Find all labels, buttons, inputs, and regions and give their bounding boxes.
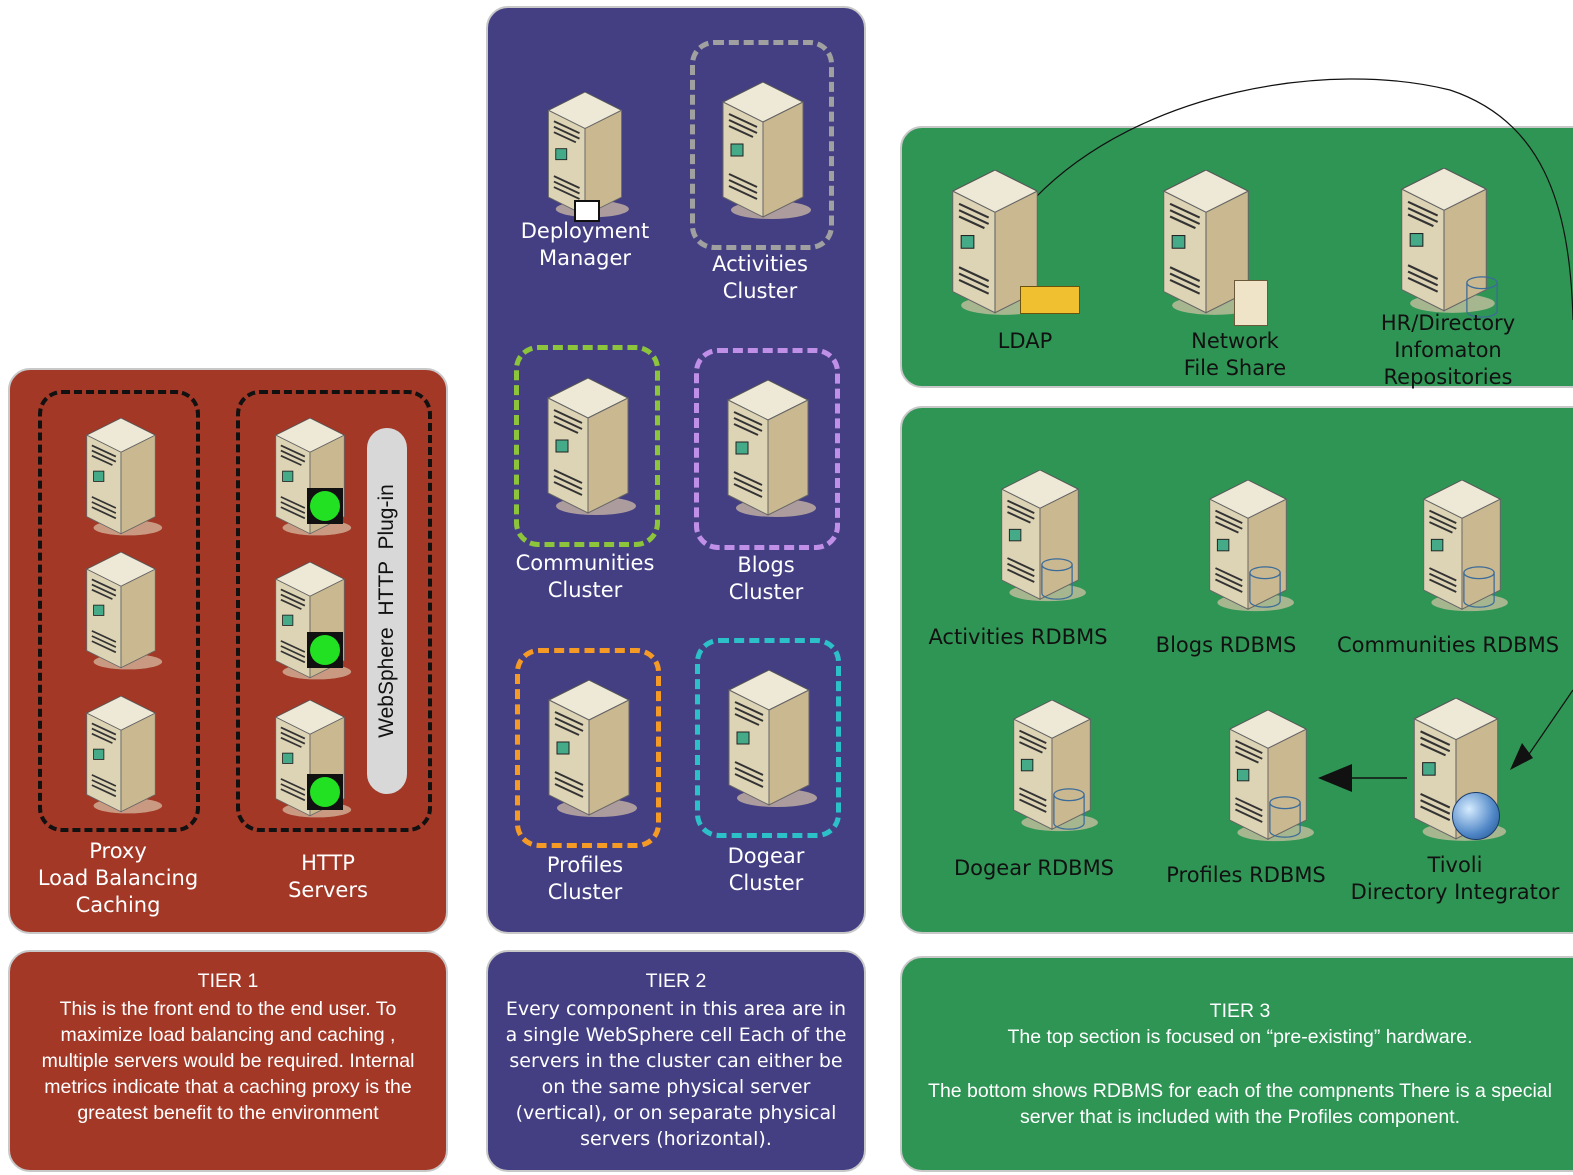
- tier2-description-box: [486, 950, 866, 1172]
- tier3-description-box: [900, 956, 1573, 1172]
- tier3-description-line2: The bottom shows RDBMS for each of the c…: [928, 1080, 1552, 1128]
- tier3-title: TIER 3: [1209, 1000, 1271, 1022]
- blogs-cluster-label: Blogs Cluster: [728, 553, 804, 604]
- websphere-plugin-bar: WebSphere HTTP Plug-in: [367, 428, 407, 794]
- proxy-group-border: [38, 390, 200, 832]
- blogs-rdbms-label: Blogs RDBMS: [1155, 633, 1297, 657]
- tivoli-label: Tivoli Directory Integrator: [1350, 853, 1560, 904]
- activities-cluster-border: [690, 40, 834, 250]
- database-icon: [1249, 566, 1281, 608]
- tier1-title: TIER 1: [197, 970, 259, 992]
- http-servers-label: HTTP Servers: [288, 851, 368, 902]
- folder-icon: [1020, 286, 1080, 314]
- status-light-icon: [307, 632, 343, 668]
- ldap-label: LDAP: [997, 329, 1053, 353]
- database-icon: [1053, 788, 1085, 830]
- hr-directory-label: HR/Directory Infomaton Repositories: [1380, 311, 1516, 389]
- dogear-cluster-label: Dogear Cluster: [727, 844, 805, 895]
- deployment-manager-label: Deployment Manager: [520, 219, 650, 270]
- tier2-description: Every component in this area are in a si…: [505, 998, 847, 1150]
- dogear-cluster-border: [695, 638, 841, 838]
- activities-rdbms-label: Activities RDBMS: [928, 625, 1108, 649]
- activities-cluster-label: Activities Cluster: [712, 252, 808, 303]
- profiles-rdbms-label: Profiles RDBMS: [1166, 863, 1326, 887]
- dogear-rdbms-label: Dogear RDBMS: [953, 856, 1115, 880]
- status-light-icon: [307, 774, 343, 810]
- communities-cluster-label: Communities Cluster: [515, 551, 655, 602]
- database-icon: [1463, 566, 1495, 608]
- http-group-border: [236, 390, 432, 832]
- communities-cluster-border: [514, 345, 660, 547]
- status-light-icon: [307, 488, 343, 524]
- profiles-cluster-border: [515, 648, 661, 848]
- blogs-cluster-border: [694, 348, 840, 550]
- profiles-cluster-label: Profiles Cluster: [546, 853, 624, 904]
- proxy-label: Proxy Load Balancing Caching: [37, 839, 199, 917]
- tier1-description-box: [8, 950, 448, 1172]
- network-file-share-label: Network File Share: [1183, 329, 1287, 380]
- document-icon: [574, 200, 600, 222]
- document-icon: [1234, 280, 1268, 326]
- tier3-description-line1: The top section is focused on “pre-exist…: [1007, 1026, 1473, 1048]
- globe-icon: [1452, 792, 1500, 840]
- database-icon: [1041, 558, 1073, 600]
- database-icon: [1269, 796, 1301, 838]
- tier2-title: TIER 2: [645, 970, 707, 992]
- communities-rdbms-label: Communities RDBMS: [1336, 633, 1560, 657]
- tier1-description: This is the front end to the end user. T…: [41, 998, 415, 1124]
